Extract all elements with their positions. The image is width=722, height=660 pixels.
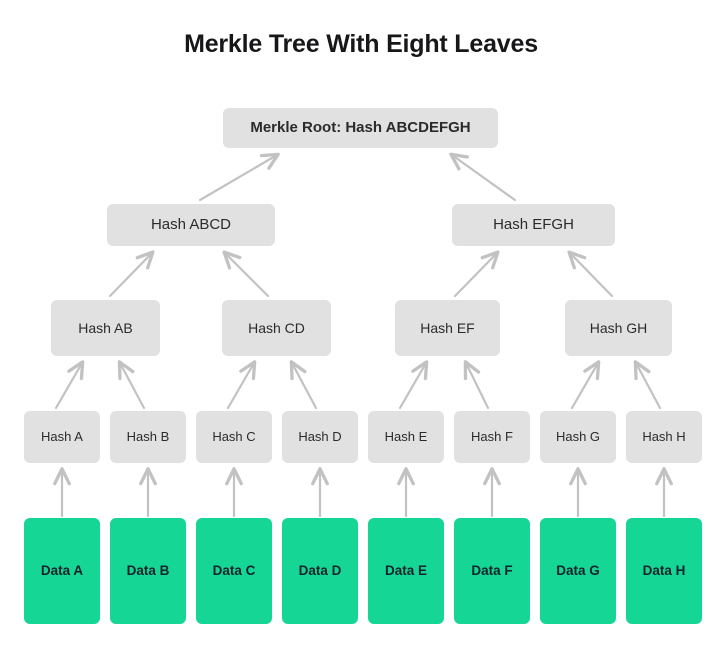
node-label: Data H	[642, 563, 686, 579]
data-block-node-data-e: Data E	[368, 518, 444, 624]
edge-hash-c-to-hash-cd-arrow	[226, 360, 257, 410]
hash-node-leaf-hash-b: Hash B	[110, 411, 186, 463]
hash-node-leaf-hash-d: Hash D	[282, 411, 358, 463]
node-label: Data G	[556, 563, 600, 579]
edge-hash-e-to-hash-ef-arrow	[398, 360, 429, 410]
node-label: Merkle Root: Hash ABCDEFGH	[250, 119, 471, 137]
edge-hash-f-to-hash-ef-arrow	[463, 360, 490, 410]
node-label: Hash F	[471, 428, 513, 444]
data-block-node-data-c: Data C	[196, 518, 272, 624]
data-block-node-data-a: Data A	[24, 518, 100, 624]
merkle-root-node-merkle-root-hash-abcdefgh: Merkle Root: Hash ABCDEFGH	[223, 108, 498, 148]
edge-hash-ab-to-hash-abcd-arrow	[108, 250, 155, 298]
edge-hash-ef-to-hash-efgh-arrow	[453, 250, 500, 298]
edge-hash-a-to-hash-ab-arrow	[54, 360, 85, 410]
data-block-node-data-f: Data F	[454, 518, 530, 624]
node-label: Hash E	[384, 428, 428, 444]
data-block-node-data-b: Data B	[110, 518, 186, 624]
hash-node-level2-hash-abcd: Hash ABCD	[107, 204, 275, 246]
node-label: Data A	[40, 563, 84, 579]
hash-node-level2-hash-efgh: Hash EFGH	[452, 204, 615, 246]
page-title: Merkle Tree With Eight Leaves	[184, 30, 538, 58]
edge-hash-h-to-hash-gh-arrow	[633, 360, 662, 410]
hash-node-leaf-hash-f: Hash F	[454, 411, 530, 463]
hash-node-level3-hash-ab: Hash AB	[51, 300, 160, 356]
node-label: Data C	[212, 563, 256, 579]
edge-hash-abcd-to-root-arrow	[198, 152, 280, 202]
node-label: Hash GH	[589, 319, 648, 336]
node-label: Hash G	[555, 428, 601, 444]
node-label: Hash AB	[78, 319, 133, 336]
data-block-node-data-g: Data G	[540, 518, 616, 624]
node-label: Hash CD	[248, 319, 305, 336]
node-label: Data F	[471, 563, 513, 579]
node-label: Hash EF	[420, 319, 475, 336]
data-block-node-data-d: Data D	[282, 518, 358, 624]
node-label: Hash A	[41, 428, 83, 444]
edge-hash-cd-to-hash-abcd-arrow	[222, 250, 270, 298]
edge-hash-d-to-hash-cd-arrow	[289, 360, 318, 410]
node-label: Data B	[126, 563, 170, 579]
hash-node-leaf-hash-h: Hash H	[626, 411, 702, 463]
data-block-node-data-h: Data H	[626, 518, 702, 624]
edge-hash-efgh-to-root-arrow	[449, 152, 517, 202]
node-label: Data E	[384, 563, 428, 579]
node-label: Hash EFGH	[493, 216, 574, 234]
node-label: Hash C	[212, 428, 256, 444]
node-label: Data D	[298, 563, 342, 579]
hash-node-level3-hash-cd: Hash CD	[222, 300, 331, 356]
hash-node-leaf-hash-a: Hash A	[24, 411, 100, 463]
node-label: Hash D	[298, 428, 342, 444]
node-label: Hash H	[642, 428, 686, 444]
edge-hash-b-to-hash-ab-arrow	[117, 360, 146, 410]
hash-node-leaf-hash-g: Hash G	[540, 411, 616, 463]
hash-node-leaf-hash-e: Hash E	[368, 411, 444, 463]
edge-hash-g-to-hash-gh-arrow	[570, 360, 601, 410]
edge-hash-gh-to-hash-efgh-arrow	[567, 250, 614, 298]
hash-node-level3-hash-ef: Hash EF	[395, 300, 500, 356]
node-label: Hash B	[126, 428, 170, 444]
hash-node-leaf-hash-c: Hash C	[196, 411, 272, 463]
node-label: Hash ABCD	[150, 216, 232, 234]
hash-node-level3-hash-gh: Hash GH	[565, 300, 672, 356]
